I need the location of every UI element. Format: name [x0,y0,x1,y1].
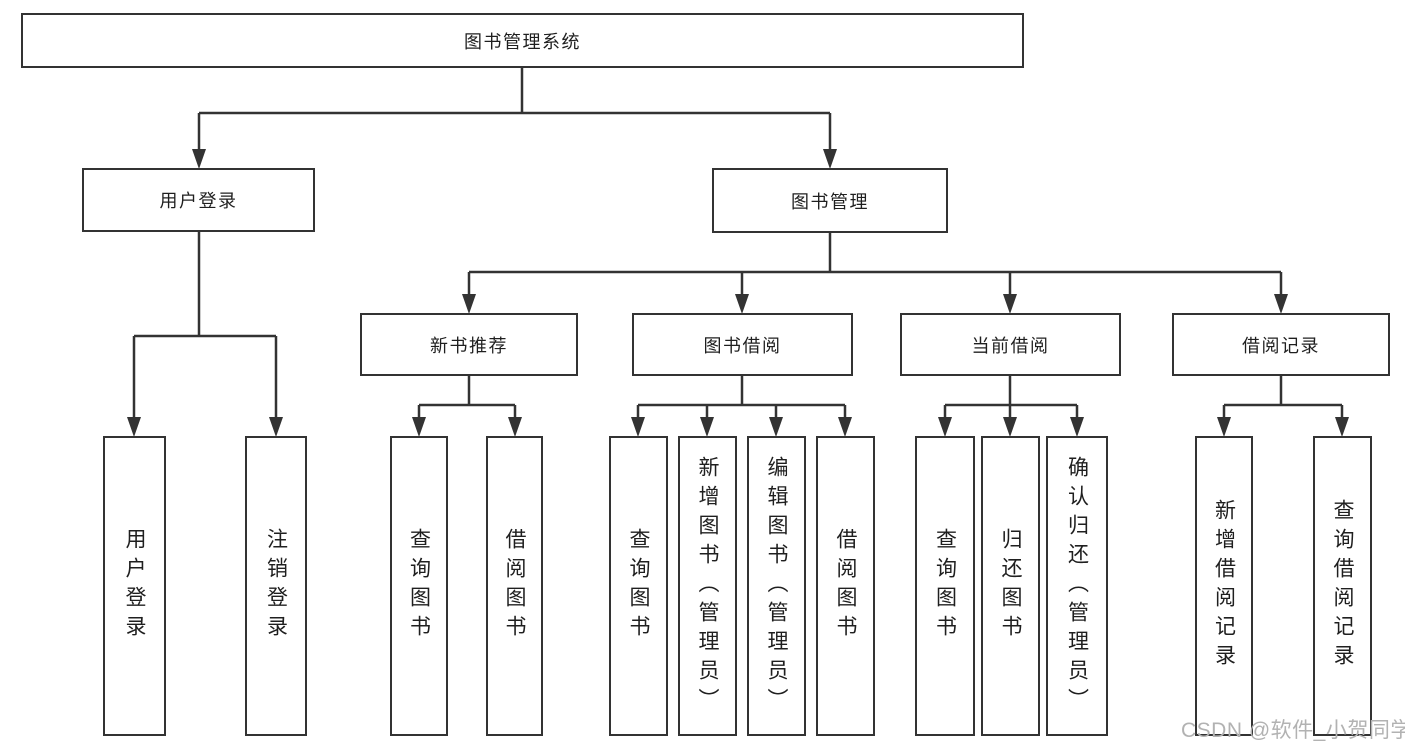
node-label: 查询借阅记录 [1331,499,1354,673]
connector-line [417,376,517,418]
connector-user-login-group [127,232,283,437]
node-label: 借阅图书 [503,528,526,644]
node-query-borrow-record: 查询借阅记录 [1313,436,1372,736]
node-label: 查询图书 [933,528,957,644]
node-label: 用户登录 [159,191,238,211]
node-current-borrow: 当前借阅 [900,313,1121,376]
node-label: 查询图书 [407,528,431,644]
node-borrow-records: 借阅记录 [1172,313,1390,376]
node-book-borrow: 图书借阅 [632,313,853,376]
connector-book-borrow [631,376,852,437]
arrowhead [769,417,783,437]
connector-line [467,233,1283,295]
node-label: 注销登录 [264,528,288,644]
arrowhead [1335,417,1349,437]
node-label: 当前借阅 [971,335,1050,356]
node-query-books-borrow: 查询图书 [609,436,668,736]
arrowhead [700,417,714,437]
node-add-books-admin: 新增图书（管理员） [678,436,737,736]
node-label: 图书管理系统 [464,31,581,52]
arrowhead [127,417,141,437]
node-label: 借阅图书 [834,528,857,644]
arrowhead [192,149,206,169]
arrowhead [938,417,952,437]
connector-line [197,68,832,150]
node-query-books-recommend: 查询图书 [390,436,448,736]
connector-line [1222,376,1344,418]
arrowhead [631,417,645,437]
node-library-management-system: 图书管理系统 [21,13,1024,68]
node-add-borrow-record: 新增借阅记录 [1195,436,1253,736]
node-label: 新书推荐 [430,335,508,356]
node-label: 图书管理 [791,191,869,212]
arrowhead [1274,294,1288,314]
connector-line [636,376,847,418]
arrowhead [462,294,476,314]
arrowhead [269,417,283,437]
connector-borrow-records [1217,376,1349,437]
node-label: 编辑图书（管理员） [765,455,788,717]
node-user-login-group: 用户登录 [82,168,315,232]
node-confirm-return-admin: 确认归还（管理员） [1046,436,1108,736]
arrowhead [1003,294,1017,314]
connector-book-management [462,233,1288,314]
node-label: 用户登录 [123,528,146,644]
node-label: 归还图书 [999,528,1022,644]
arrowhead [1070,417,1084,437]
csdn-watermark: CSDN @软件_小贺同学 [1181,719,1405,742]
arrowhead [838,417,852,437]
node-label: 确认归还（管理员） [1065,455,1089,717]
connector-line [132,232,278,418]
node-label: 借阅记录 [1242,335,1320,356]
connector-line [943,376,1079,418]
node-borrow-books: 借阅图书 [816,436,875,736]
arrowhead [823,149,837,169]
connector-current-borrow [938,376,1084,437]
node-user-login: 用户登录 [103,436,166,736]
node-book-management: 图书管理 [712,168,948,233]
node-return-books: 归还图书 [981,436,1040,736]
node-edit-books-admin: 编辑图书（管理员） [747,436,806,736]
node-label: 新增图书（管理员） [696,455,719,717]
arrowhead [1217,417,1231,437]
node-label: 图书借阅 [703,335,782,356]
arrowhead [735,294,749,314]
arrowhead [508,417,522,437]
arrowhead [1003,417,1017,437]
connector-root-to-level2 [192,68,837,169]
connector-new-book-recommend [412,376,522,437]
arrowhead [412,417,426,437]
node-borrow-books-recommend: 借阅图书 [486,436,543,736]
node-new-book-recommend: 新书推荐 [360,313,578,376]
node-logout: 注销登录 [245,436,307,736]
node-label: 新增借阅记录 [1212,499,1236,673]
node-label: 查询图书 [627,528,650,644]
node-query-books-current: 查询图书 [915,436,975,736]
